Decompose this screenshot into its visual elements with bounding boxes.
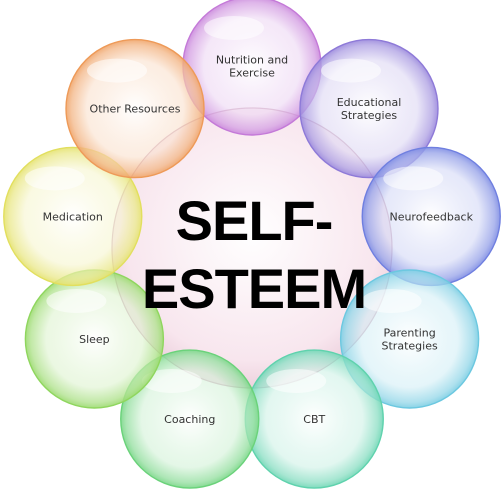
petal-neurofeedback-label: Neurofeedback	[389, 210, 473, 223]
petal-cbt: CBT	[244, 349, 384, 489]
petal-educational-strategies-highlight	[320, 58, 381, 83]
petal-neurofeedback: Neurofeedback	[361, 146, 501, 287]
petal-cbt-label: CBT	[303, 413, 325, 426]
petal-medication-highlight	[24, 166, 85, 191]
center-text-group: SELF-ESTEEM	[142, 189, 367, 320]
petal-coaching: Coaching	[120, 349, 260, 489]
petal-neurofeedback-highlight	[383, 166, 444, 191]
petal-nutrition-and-exercise-label: Nutrition and	[216, 54, 288, 67]
petal-sleep-label: Sleep	[79, 333, 110, 346]
petal-other-resources: Other Resources	[65, 38, 205, 179]
petal-other-resources-label: Other Resources	[90, 103, 181, 116]
center-title-line: ESTEEM	[142, 257, 366, 320]
petal-parenting-strategies-label: Strategies	[382, 340, 438, 353]
petal-circles-group: Nutrition andExerciseEducationalStrategi…	[3, 0, 501, 489]
petal-cbt-highlight	[266, 369, 327, 394]
center-title-line: SELF-	[176, 189, 333, 252]
petal-nutrition-and-exercise-label: Exercise	[229, 67, 275, 80]
petal-parenting-strategies-label: Parenting	[383, 327, 435, 340]
petal-other-resources-highlight	[87, 58, 148, 83]
petal-educational-strategies-label: Strategies	[341, 109, 397, 122]
petal-medication-label: Medication	[43, 210, 103, 223]
petal-medication: Medication	[3, 146, 143, 287]
petal-sleep-highlight	[46, 289, 107, 313]
petal-nutrition-and-exercise-highlight	[204, 16, 264, 40]
petal-parenting-strategies-highlight	[361, 289, 422, 313]
petal-educational-strategies-label: Educational	[337, 96, 402, 109]
petal-sleep: Sleep	[24, 269, 165, 409]
petal-coaching-highlight	[141, 369, 202, 394]
petal-coaching-label: Coaching	[164, 413, 215, 426]
